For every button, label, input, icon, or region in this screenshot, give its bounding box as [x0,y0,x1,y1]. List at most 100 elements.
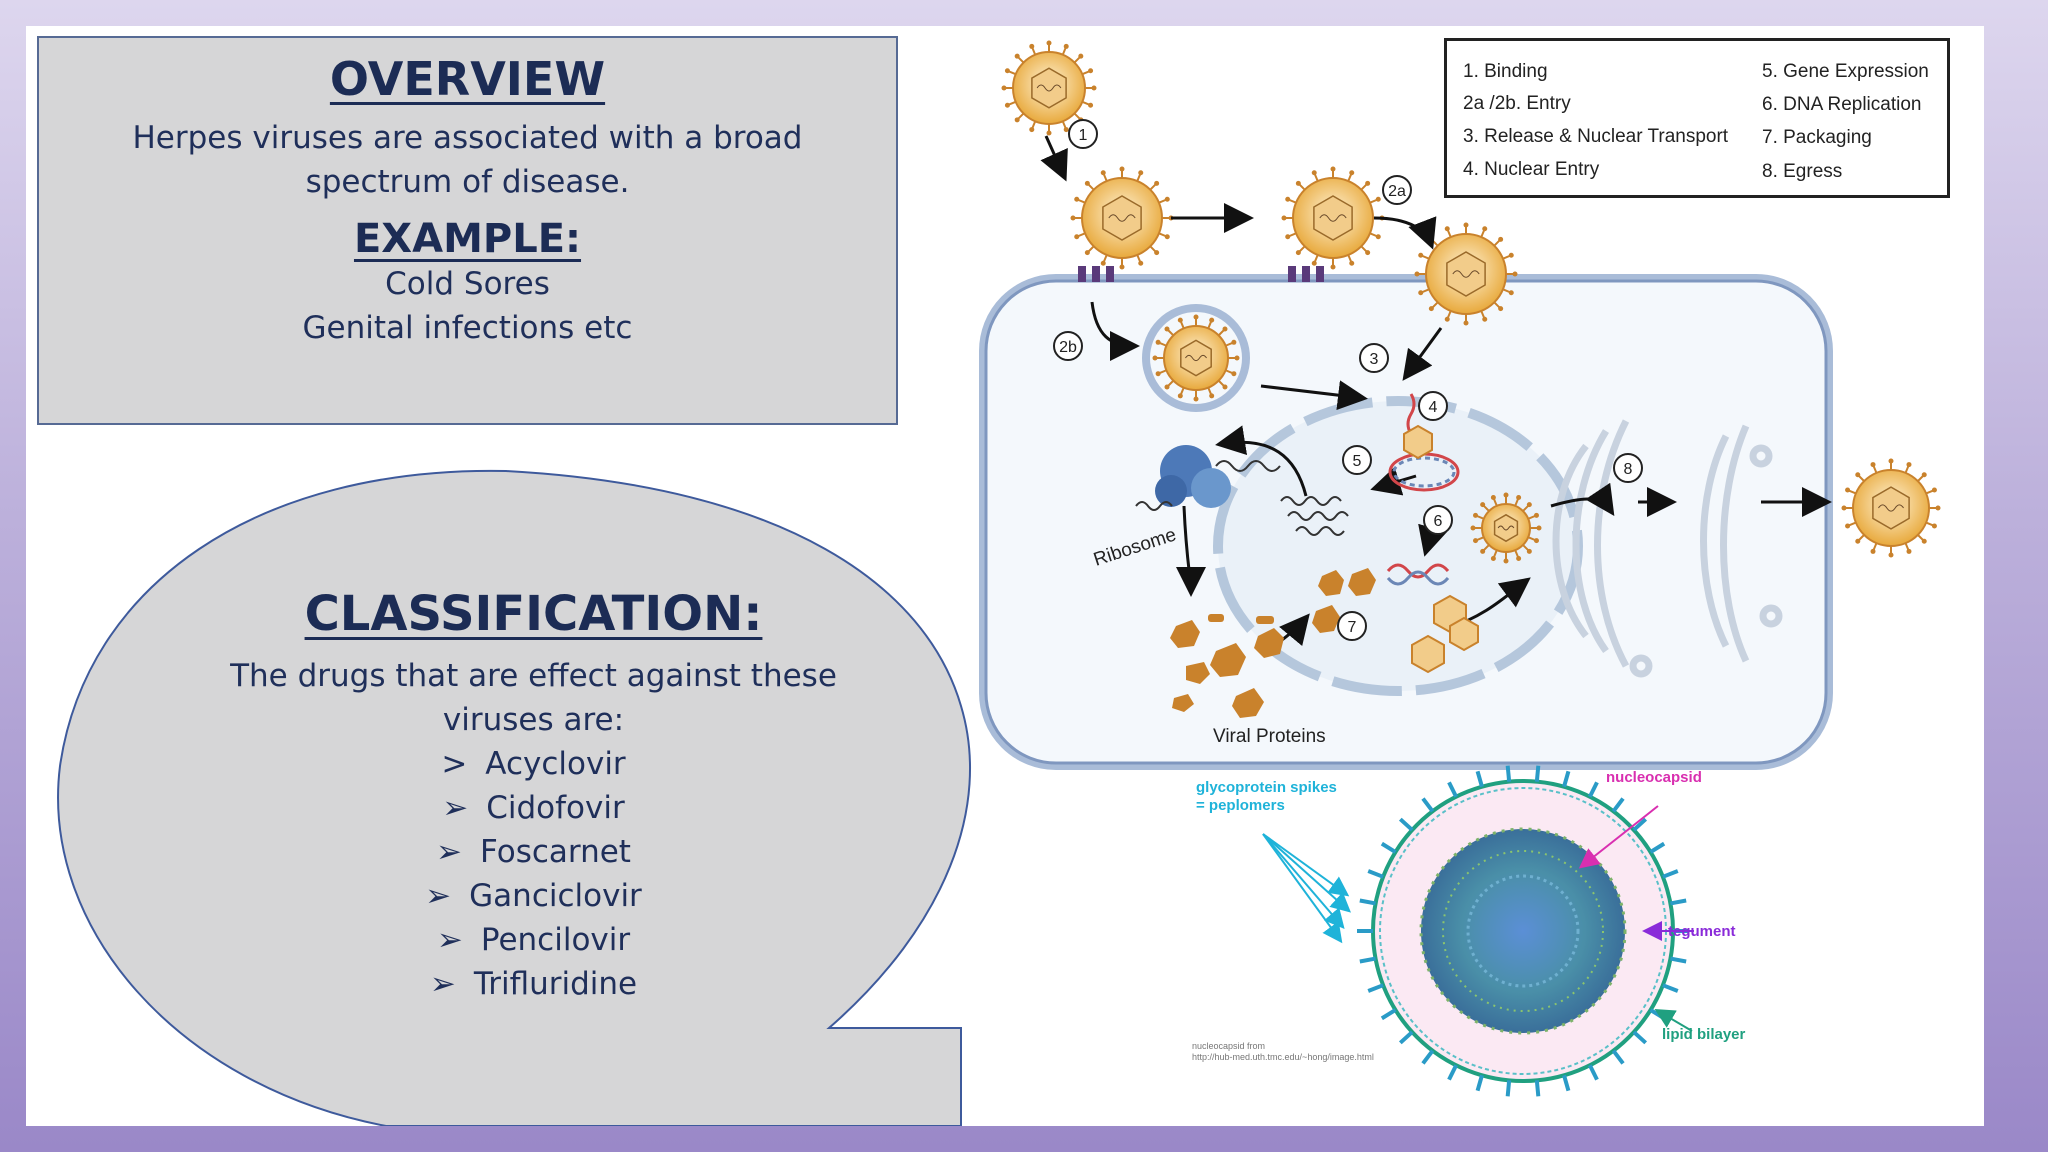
glycoprotein-label: glycoprotein spikes [1196,779,1337,796]
herpes-virion-icon [1841,458,1941,558]
step-number: 8 [1624,461,1633,478]
step-number: 5 [1353,453,1362,470]
step-number: 2b [1059,339,1077,356]
nucleocapsid [1421,829,1625,1033]
step-badge: 2a [1382,175,1412,205]
glycoprotein-spike [1380,841,1397,854]
step-badge: 2b [1053,331,1083,361]
herpes-virion-icon [1070,166,1174,270]
bullet-arrow-icon: > [441,746,468,782]
legend-item: 8. Egress [1762,161,1843,182]
glycoprotein-spike [1475,1074,1484,1092]
step-badge: 7 [1337,611,1367,641]
glycoprotein-spike [1367,983,1384,993]
overview-box: OVERVIEW Herpes viruses are associated w… [37,36,898,425]
drug-name: Acyclovir [485,746,626,782]
herpes-virion-icon [1281,166,1385,270]
glycoprotein-spike [1398,817,1414,832]
step-number: 1 [1079,127,1088,144]
endosome [1142,304,1250,412]
legend-item: 2a /2b. Entry [1463,93,1571,114]
example-cold-sores: Cold Sores [385,266,550,302]
glycoprotein-spike [1562,1074,1571,1092]
step-badge: 6 [1423,505,1453,535]
glycoprotein-spike [1421,1049,1435,1065]
glycoprotein-spike [1534,765,1541,782]
herpes-virion-icon [1152,314,1240,402]
step-number: 3 [1370,351,1379,368]
glycoprotein-spike [1611,1049,1625,1065]
glycoprotein-spike [1611,797,1625,813]
drug-item: ➢ Foscarnet [166,830,901,874]
glycoprotein-spike [1447,1064,1458,1081]
glycoprotein-spike [1380,1008,1397,1021]
nucleocapsid-label: nucleocapsid [1606,769,1702,786]
drug-item: ➢ Cidofovir [166,786,901,830]
glycoprotein-spike [1359,956,1376,964]
glycoprotein-spike [1670,898,1687,906]
virion-structure [1357,765,1689,1097]
drug-name: Pencilovir [480,922,631,958]
drug-item: ➢Trifluridine [166,962,901,1006]
legend-item: 6. DNA Replication [1762,94,1922,115]
peplomers-label: = peplomers [1196,797,1285,814]
lipid-bilayer-label: lipid bilayer [1662,1026,1746,1043]
classification-title: CLASSIFICATION: [304,586,763,642]
slide: OVERVIEW Herpes viruses are associated w… [26,26,1984,1126]
tegument-label: tegument [1668,923,1736,940]
legend-item: 3. Release & Nuclear Transport [1463,126,1729,147]
glycoprotein-spike [1398,1030,1414,1045]
lifecycle-arrows [1040,135,1832,650]
ribosome [1135,445,1281,511]
herpes-virion-icon [1414,222,1518,326]
step-number: 6 [1434,513,1443,530]
viral-proteins [1170,568,1376,718]
bullet-arrow-icon: ➢ [429,966,456,1002]
legend-item: 4. Nuclear Entry [1463,159,1600,180]
virion-pointers [1262,805,1694,1032]
example-genital-infections: Genital infections etc [302,310,633,346]
overview-text: Herpes viruses are associated with a bro… [132,120,803,200]
legend-box: 1. Binding 2a /2b. Entry 3. Release & Nu… [1444,38,1950,198]
glycoprotein-spike [1632,817,1648,832]
viral-proteins-label: Viral Proteins [1213,726,1326,747]
glycoprotein-spike [1662,983,1679,993]
glycoprotein-spike [1534,1080,1541,1097]
glycoprotein-spike [1367,869,1384,879]
glycoprotein-spike [1421,797,1435,813]
drug-name: Cidofovir [486,790,625,826]
drug-name: Foscarnet [480,834,631,870]
classification-section: CLASSIFICATION: The drugs that are effec… [166,586,901,1006]
bullet-arrow-icon: ➢ [442,790,469,826]
classification-bubble [57,469,972,1126]
glycoprotein-spike [1588,781,1599,798]
step-number: 7 [1348,619,1357,636]
glycoprotein-spike [1662,869,1679,879]
example-title: EXAMPLE: [353,216,582,262]
glycoprotein-spike [1588,1064,1599,1081]
glycoprotein-spike [1649,841,1666,854]
glycoprotein-spike [1632,1030,1648,1045]
glycoprotein-spike [1475,770,1484,788]
golgi-apparatus [1552,419,1783,678]
glycoprotein-spike [1562,770,1571,788]
drug-name: Ganciclovir [469,878,642,914]
classification-text: The drugs that are effect against these … [230,658,837,738]
bullet-arrow-icon: ➢ [425,878,452,914]
step-badge: 4 [1418,391,1448,421]
bullet-arrow-icon: ➢ [436,834,462,870]
legend-item: 5. Gene Expression [1762,61,1929,82]
step-badge: 8 [1613,453,1643,483]
credit-line-1: nucleocapsid from [1192,1041,1265,1051]
step-badge: 5 [1342,445,1372,475]
legend-item: 1. Binding [1463,61,1548,82]
glycoprotein-spike [1670,956,1687,964]
receptors [1078,266,1324,282]
overview-title: OVERVIEW [329,52,606,106]
step-number: 2a [1388,183,1406,200]
legend-item: 7. Packaging [1762,127,1872,148]
capsids [1403,424,1479,674]
drug-item: ➢Pencilovir [166,918,901,962]
herpes-virion-icon [1001,40,1097,136]
